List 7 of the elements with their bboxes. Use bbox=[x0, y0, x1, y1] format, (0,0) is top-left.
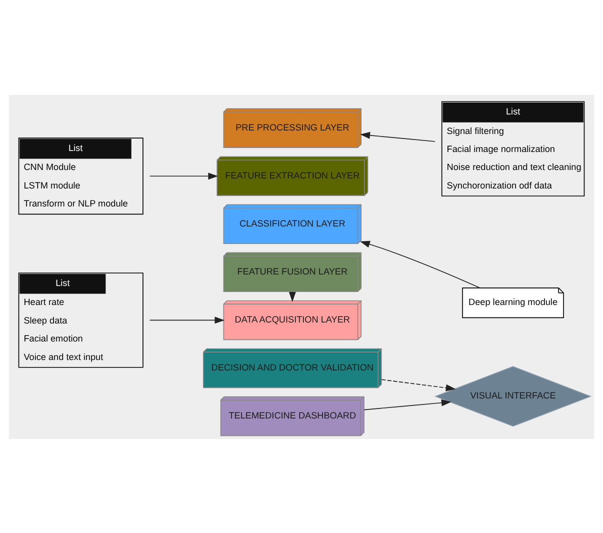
arrow bbox=[149, 316, 225, 324]
arrow bbox=[360, 240, 480, 288]
arrow bbox=[381, 378, 456, 391]
arrow bbox=[149, 172, 218, 180]
arrow bbox=[364, 398, 452, 410]
node-diamond: VISUAL INTERFACE bbox=[434, 366, 592, 426]
arrow bbox=[360, 131, 436, 142]
